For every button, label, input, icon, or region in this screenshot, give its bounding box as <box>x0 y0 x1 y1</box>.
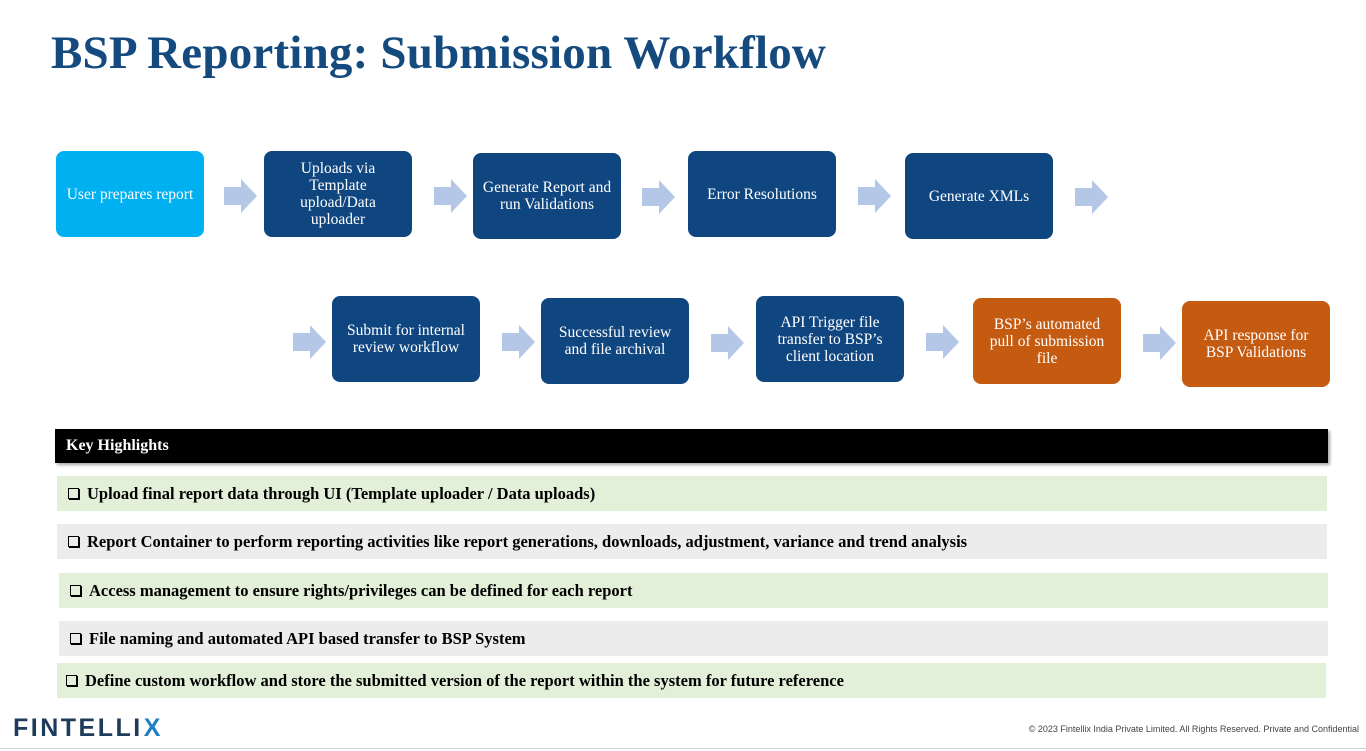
step-api-trigger-transfer: API Trigger file transfer to BSP’s clien… <box>756 296 904 382</box>
highlight-text: Upload final report data through UI (Tem… <box>87 483 596 503</box>
copyright-text: © 2023 Fintellix India Private Limited. … <box>1028 724 1359 734</box>
highlight-item: Define custom workflow and store the sub… <box>57 663 1326 698</box>
arrow-right-icon <box>1143 326 1176 360</box>
step-generate-xmls: Generate XMLs <box>905 153 1053 239</box>
arrow-right-icon <box>711 326 744 360</box>
checkbox-bullet-icon <box>68 536 79 547</box>
highlight-text: File naming and automated API based tran… <box>89 628 526 648</box>
arrow-right-icon <box>1075 180 1108 214</box>
highlight-text: Define custom workflow and store the sub… <box>85 670 844 690</box>
highlight-text: Report Container to perform reporting ac… <box>87 531 968 551</box>
arrow-right-icon <box>502 325 535 359</box>
logo-x: X <box>143 714 163 742</box>
page-title: BSP Reporting: Submission Workflow <box>51 27 827 79</box>
step-generate-report: Generate Report and run Validations <box>473 153 621 239</box>
arrow-right-icon <box>858 179 891 213</box>
step-api-response: API response for BSP Validations <box>1182 301 1330 387</box>
checkbox-bullet-icon <box>70 633 81 644</box>
checkbox-bullet-icon <box>68 488 79 499</box>
step-submit-internal-review: Submit for internal review workflow <box>332 296 480 382</box>
arrow-right-icon <box>926 325 959 359</box>
highlight-item: File naming and automated API based tran… <box>59 621 1328 656</box>
highlight-item: Upload final report data through UI (Tem… <box>57 476 1327 511</box>
checkbox-bullet-icon <box>66 675 77 686</box>
footer-divider <box>0 748 1366 749</box>
checkbox-bullet-icon <box>70 585 81 596</box>
highlight-text: Access management to ensure rights/privi… <box>89 580 633 600</box>
step-error-resolutions: Error Resolutions <box>688 151 836 237</box>
key-highlights-header: Key Highlights <box>55 429 1328 463</box>
highlight-item: Report Container to perform reporting ac… <box>57 524 1327 559</box>
arrow-right-icon <box>293 325 326 359</box>
step-user-prepares-report: User prepares report <box>56 151 204 237</box>
arrow-right-icon <box>642 180 675 214</box>
step-successful-review: Successful review and file archival <box>541 298 689 384</box>
arrow-right-icon <box>224 179 257 213</box>
highlight-item: Access management to ensure rights/privi… <box>59 573 1328 608</box>
arrow-right-icon <box>434 179 467 213</box>
logo-text: FINTELLI <box>13 714 143 742</box>
step-bsp-automated-pull: BSP’s automated pull of submission file <box>973 298 1121 384</box>
step-uploads-via-template: Uploads via Template upload/Data uploade… <box>264 151 412 237</box>
